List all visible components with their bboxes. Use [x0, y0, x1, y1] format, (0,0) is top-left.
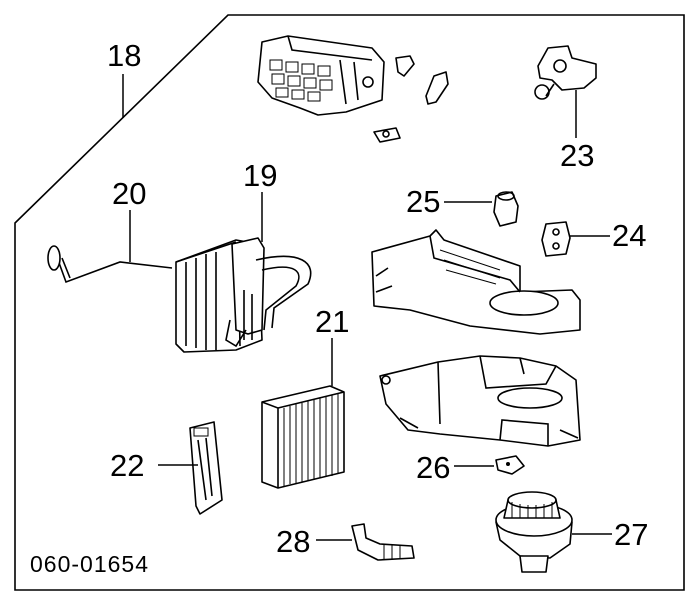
- callout-22: 22: [110, 448, 144, 483]
- callout-23: 23: [560, 138, 594, 173]
- blower-motor-part: [495, 491, 573, 573]
- callout-25: 25: [406, 184, 440, 219]
- sensor-tube-part: [47, 245, 173, 284]
- filter-part: [261, 385, 345, 489]
- callout-26: 26: [416, 450, 450, 485]
- clip-26-part: [495, 455, 525, 475]
- drain-hose-part: [351, 523, 415, 561]
- resistor-part: [189, 421, 223, 515]
- clip-25-part: [493, 191, 519, 227]
- callout-21: 21: [315, 304, 349, 339]
- callout-18: 18: [107, 38, 141, 73]
- bracket-24-part: [541, 221, 571, 257]
- callout-24: 24: [612, 218, 646, 253]
- evaporator-part: [175, 237, 312, 353]
- callout-28: 28: [276, 524, 310, 559]
- clip-parts: [373, 55, 449, 143]
- callout-20: 20: [112, 176, 146, 211]
- blower-case-part: [257, 35, 385, 116]
- callout-27: 27: [614, 517, 648, 552]
- lower-housing-part: [379, 355, 581, 447]
- sensor-part: [534, 45, 597, 100]
- diagram-code: 060-01654: [30, 551, 149, 577]
- diagram-frame: [14, 14, 685, 591]
- upper-housing-part: [371, 229, 581, 335]
- callout-19: 19: [243, 158, 277, 193]
